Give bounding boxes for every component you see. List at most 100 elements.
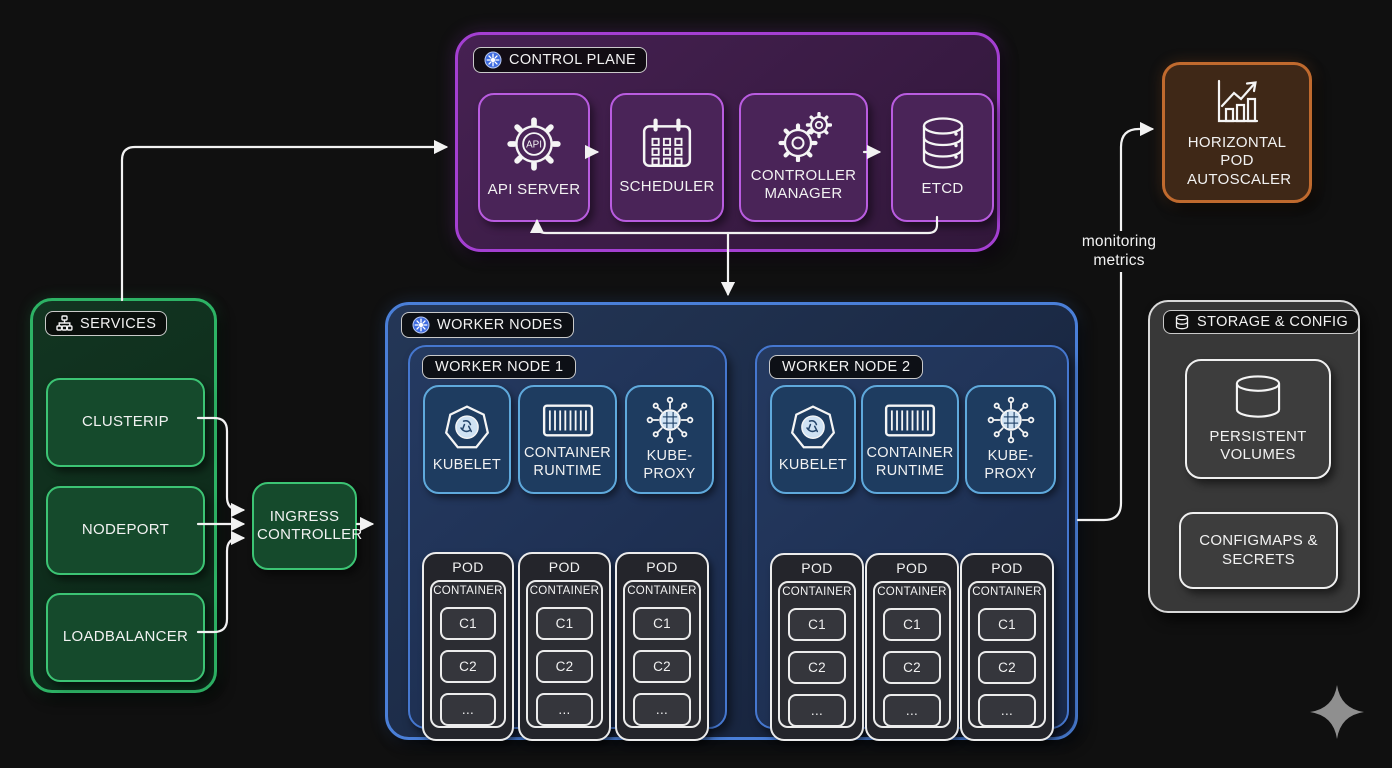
monitoring-metrics-annotation: monitoring metrics [1078, 231, 1160, 273]
container-icon [542, 404, 593, 437]
hpa-label: HORIZONTAL POD AUTOSCALER [1187, 134, 1292, 188]
svg-text:API: API [526, 140, 542, 151]
loadbalancer-label: LOADBALANCER [62, 628, 189, 646]
container-runtime-node: CONTAINER RUNTIME [518, 385, 617, 494]
wire-worker-nodes-to-hpa [1076, 121, 1155, 522]
persistent-volumes-label: PERSISTENT VOLUMES [1209, 427, 1307, 463]
container-c2: C2 [788, 651, 846, 684]
container-c2: C2 [883, 651, 941, 684]
services-badge: SERVICES [45, 311, 168, 336]
dual-gears-icon [777, 111, 832, 162]
pod-container: CONTAINER C1 C2 ... [623, 580, 701, 728]
container-c1: C1 [883, 608, 941, 641]
cylinder-icon [1235, 375, 1281, 418]
kube-proxy-node: KUBE-PROXY [625, 385, 714, 494]
configmaps-secrets-label: CONFIGMAPS & SECRETS [1199, 532, 1318, 568]
pod: POD CONTAINER C1 C2 ... [960, 553, 1054, 741]
container-more: ... [440, 693, 496, 726]
worker-node-1: WORKER NODE 1 KUBELET [408, 345, 727, 741]
control-plane-group: CONTROL PLANE API API SERVER [455, 32, 1000, 252]
network-proxy-icon [987, 397, 1034, 444]
worker-node-2: WORKER NODE 2 KUBELET [755, 345, 1069, 741]
container-more: ... [633, 693, 691, 726]
container-c1: C1 [633, 607, 691, 640]
control-plane-label: CONTROL PLANE [509, 52, 637, 68]
pod: POD CONTAINER C1 C2 ... [770, 553, 864, 741]
container-more: ... [883, 694, 941, 727]
scheduler-label: SCHEDULER [619, 178, 715, 196]
worker-nodes-label: WORKER NODES [437, 317, 563, 333]
container-more: ... [788, 694, 846, 727]
wire-services-to-api-server [120, 139, 449, 302]
api-server-label: API SERVER [487, 181, 581, 199]
container-icon [884, 404, 936, 437]
control-plane-badge: CONTROL PLANE [473, 47, 648, 73]
api-server-node: API API SERVER [478, 93, 590, 222]
container-runtime-node: CONTAINER RUNTIME [861, 385, 959, 494]
storage-cylinder-icon [1175, 314, 1189, 330]
etcd-label: ETCD [921, 180, 964, 198]
pod-container: CONTAINER C1 C2 ... [526, 580, 603, 728]
worker-node-2-badge: WORKER NODE 2 [769, 355, 924, 379]
container-more: ... [536, 693, 593, 726]
container-c1: C1 [536, 607, 593, 640]
controller-manager-label: CONTROLLER MANAGER [750, 166, 857, 202]
configmaps-secrets-node: CONFIGMAPS & SECRETS [1179, 512, 1338, 589]
horizontal-pod-autoscaler-node: HORIZONTAL POD AUTOSCALER [1162, 62, 1312, 203]
services-group: SERVICES CLUSTERIP NODEPORT LOADBALANCER [30, 298, 217, 693]
scheduler-node: SCHEDULER [610, 93, 724, 222]
clusterip-label: CLUSTERIP [82, 413, 169, 431]
worker-nodes-group: WORKER NODES WORKER NODE 1 KUBELET [385, 302, 1078, 741]
network-proxy-icon [646, 397, 693, 444]
worker-node-1-badge: WORKER NODE 1 [422, 355, 577, 379]
pod-container: CONTAINER C1 C2 ... [873, 581, 951, 728]
ingress-controller-label: INGRESS CONTROLLER [257, 507, 363, 543]
persistent-volumes-node: PERSISTENT VOLUMES [1185, 359, 1331, 479]
container-c1: C1 [978, 608, 1036, 641]
container-runtime-label: CONTAINER RUNTIME [866, 444, 954, 479]
kubelet-label: KUBELET [778, 457, 848, 474]
container-more: ... [978, 694, 1036, 727]
container-c1: C1 [788, 608, 846, 641]
container-runtime-label: CONTAINER RUNTIME [523, 444, 612, 479]
container-c2: C2 [978, 651, 1036, 684]
kubelet-node: KUBELET [423, 385, 511, 494]
pod: POD CONTAINER C1 C2 ... [518, 552, 611, 741]
controller-manager-node: CONTROLLER MANAGER [739, 93, 868, 222]
container-c1: C1 [440, 607, 496, 640]
kube-proxy-label: KUBE-PROXY [643, 448, 696, 482]
kube-proxy-label: KUBE-PROXY [984, 448, 1037, 482]
kubelet-node: KUBELET [770, 385, 856, 494]
clusterip-node: CLUSTERIP [46, 378, 205, 467]
pod-container: CONTAINER C1 C2 ... [968, 581, 1046, 728]
worker-nodes-badge: WORKER NODES [401, 312, 574, 338]
container-c2: C2 [440, 650, 496, 683]
pod-container: CONTAINER C1 C2 ... [430, 580, 506, 728]
etcd-node: ETCD [891, 93, 994, 222]
sparkle-icon [1310, 685, 1364, 739]
kube-proxy-node: KUBE-PROXY [965, 385, 1056, 494]
loadbalancer-node: LOADBALANCER [46, 593, 205, 682]
database-icon [922, 117, 963, 169]
kubernetes-wheel-icon [484, 51, 502, 69]
calendar-icon [642, 118, 692, 168]
kubernetes-wheel-icon [412, 316, 430, 334]
kubelet-heptagon-icon [790, 405, 836, 449]
storage-config-badge: STORAGE & CONFIG [1163, 310, 1360, 334]
kubelet-label: KUBELET [432, 457, 502, 474]
kubelet-heptagon-icon [444, 405, 490, 449]
container-c2: C2 [633, 650, 691, 683]
storage-config-label: STORAGE & CONFIG [1197, 314, 1349, 330]
pod-container: CONTAINER C1 C2 ... [778, 581, 856, 728]
pod: POD CONTAINER C1 C2 ... [615, 552, 709, 741]
nodeport-node: NODEPORT [46, 486, 205, 575]
storage-config-group: STORAGE & CONFIG PERSISTENT VOLUMES CONF… [1148, 300, 1360, 613]
nodeport-label: NODEPORT [81, 521, 170, 539]
growth-chart-icon [1217, 79, 1259, 123]
pod: POD CONTAINER C1 C2 ... [422, 552, 514, 741]
ingress-controller-node: INGRESS CONTROLLER [252, 482, 363, 570]
services-label: SERVICES [80, 315, 157, 332]
services-sitemap-icon [56, 315, 73, 331]
container-c2: C2 [536, 650, 593, 683]
